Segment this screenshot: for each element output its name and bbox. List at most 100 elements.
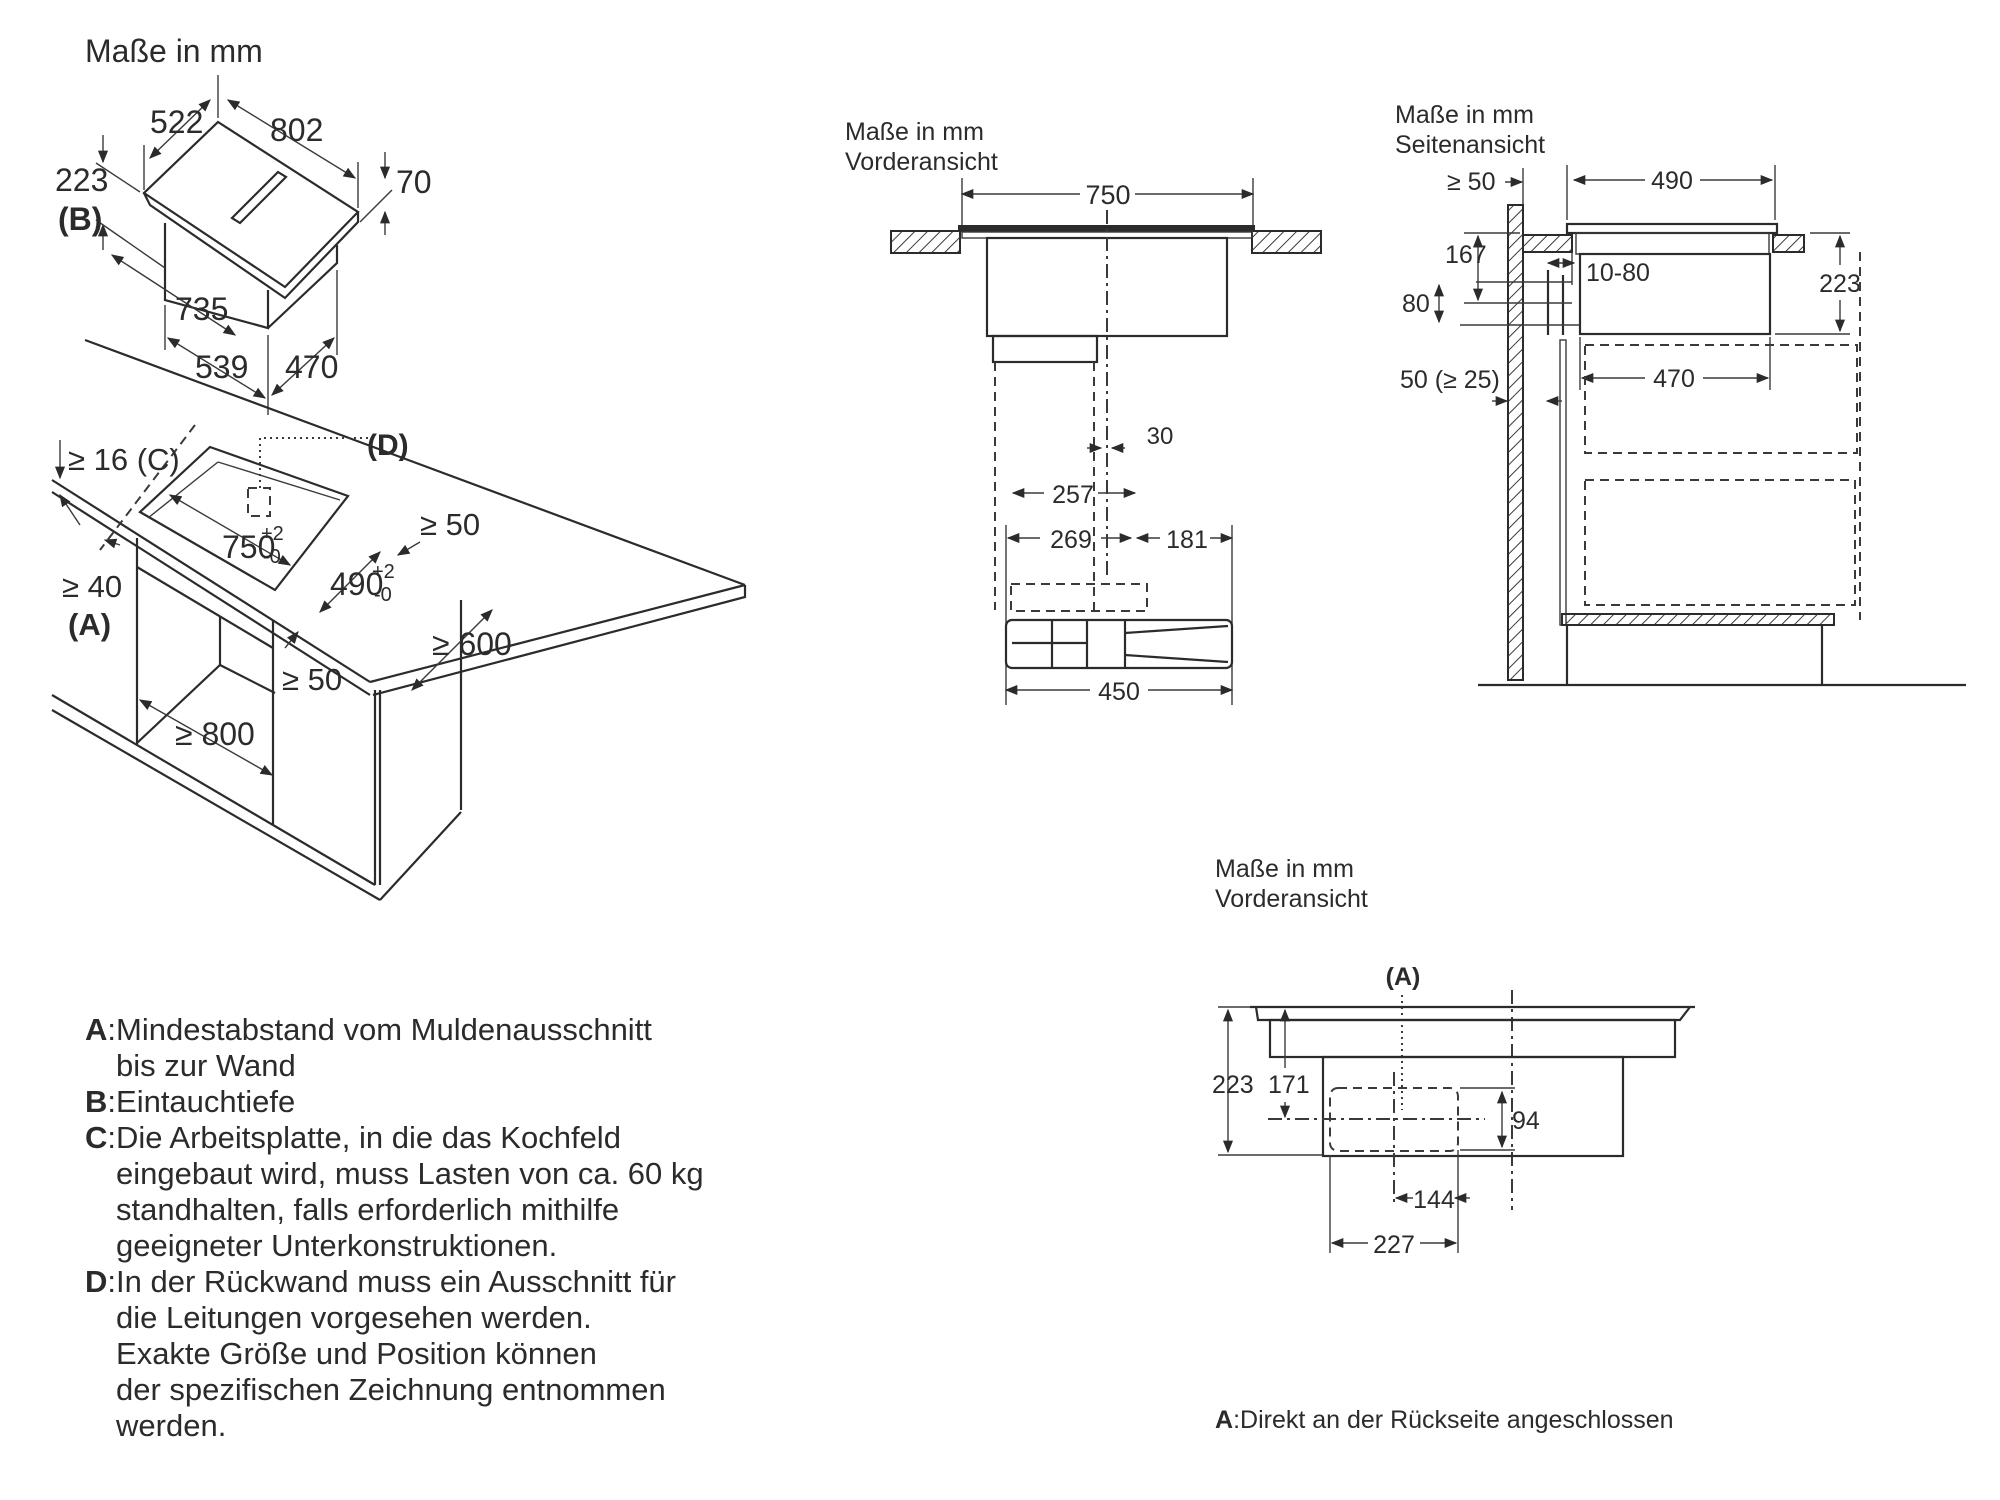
dim-label-94: 94 [1512,1107,1540,1135]
legend-separator: : [107,1264,117,1299]
dim-802 [226,99,357,179]
dim-label-B: (B) [58,201,102,237]
legend-line: Direkt an der Rückseite angeschlossen [1240,1406,1674,1434]
label-D: (D) [367,429,409,462]
dim-539 [166,337,267,399]
side-title-2: Seitenansicht [1395,131,1545,159]
dim-label-223: 223 [1212,1071,1254,1099]
dim-label-450: 450 [1098,678,1140,706]
glass-side [1565,222,1779,235]
dim-label-227: 227 [1373,1231,1415,1259]
cabinet-base [1561,613,1835,626]
dim-label-470: 470 [285,349,338,385]
legend-key: C [85,1120,108,1155]
front-view-2: Maße in mm Vorderansicht (A) 223 171 94 … [1212,855,1695,1259]
dim-label-257: 257 [1052,481,1094,509]
dim-label-539: 539 [195,349,248,385]
dim-50-back [396,541,421,556]
legend-item: A: Direkt an der Rückseite angeschlossen [1215,1405,1674,1435]
countertop-right [1251,230,1322,254]
side-title-1: Maße in mm [1395,101,1534,129]
dim-label-16: ≥ 16 (C) [68,442,180,477]
legend-line: geeigneter Unterkonstruktionen. [116,1228,558,1263]
duct-taper [1124,624,1229,635]
dim-735 [110,254,237,336]
dim-label-A: (A) [68,607,111,642]
hob-fan [991,334,1099,364]
cutout-inner-edge [147,461,219,519]
hob-box-side [267,245,339,329]
plinth-top [51,694,376,886]
filter-unit [1004,618,1234,670]
cabinet-iso: (D) ≥ 16 (C) ≥ 40 (A) 750 +2 -0 490 +2 -… [51,338,747,901]
drawer-top [1584,344,1858,454]
wall [1507,204,1524,681]
front2-title-2: Vorderansicht [1215,885,1368,913]
glass-edge [1254,1006,1691,1022]
cutout [138,445,350,592]
dim-label-50-25: 50 (≥ 25) [1400,366,1500,394]
frame-side [1575,232,1770,255]
dim-label-223: 223 [1819,270,1861,298]
legend-separator: : [107,1120,117,1155]
dim-label-490: 490 [330,566,383,602]
side-view: Maße in mm Seitenansicht ≥ 50 490 167 80… [1395,101,1966,687]
dim-label-10-80: 10-80 [1586,259,1650,287]
legend-key: D [85,1264,108,1299]
cabinet-inner [136,566,274,649]
front-title-2: Vorderansicht [845,148,998,176]
glass-plate [958,225,1255,232]
front-view: Maße in mm Vorderansicht 750 30 257 269 … [845,118,1322,706]
legend-separator: : [107,1012,117,1047]
legend-line: In der Rückwand muss ein Ausschnitt für [116,1264,676,1299]
legend-line: Die Arbeitsplatte, in die das Kochfeld [116,1120,621,1155]
legend-line: Exakte Größe und Position können [116,1336,597,1371]
dim-label-750: 750 [222,529,275,565]
dim-label-802: 802 [270,112,323,148]
back-cutout [247,487,271,517]
legend-line: die Leitungen vorgesehen werden. [116,1300,592,1335]
hob-glass-edge [143,192,360,300]
legend-key: A [85,1012,108,1047]
iso-view: Maße in mm 522 802 223 (B) [51,33,747,901]
legend-line: Eintauchtiefe [116,1084,296,1119]
countertop-back [1522,234,1573,253]
countertop-right-edge [372,585,747,697]
leader-D [259,437,368,488]
frame [1268,1018,1677,1059]
legend-item: B: Eintauchtiefe [85,1084,704,1120]
cabinet-bottom-right [379,811,462,901]
dim-label-181: 181 [1166,526,1208,554]
dim-label-269: 269 [1050,526,1092,554]
hob-glass-top [142,120,360,289]
legend-line: bis zur Wand [116,1048,296,1083]
plinth-bottom [51,709,381,901]
ext-line [359,189,393,223]
countertop-front [1772,234,1805,253]
dim-label-470: 470 [1653,365,1695,393]
ext-line [95,219,166,269]
dim-label-50-side: ≥ 50 [282,662,342,697]
cutout-inner-edge [217,461,341,501]
duct-taper [1124,653,1229,664]
dim-label-490: 490 [1651,167,1693,195]
dim-label-144: 144 [1413,1186,1455,1214]
dim-label-223: 223 [55,162,108,198]
tol-plus-750: +2 [261,523,284,545]
legend-separator: : [107,1084,117,1119]
dim-label-40: ≥ 40 [62,569,122,604]
dim-800 [138,699,274,776]
drawer-bottom [1584,479,1856,606]
countertop-left [890,230,961,254]
legend-line: werden. [116,1408,227,1443]
legend-line: Mindestabstand vom Muldenausschnitt [116,1012,652,1047]
legend-text: Eintauchtiefe [116,1084,295,1120]
tol-plus-490: +2 [372,561,395,583]
legend-secondary: A: Direkt an der Rückseite angeschlossen [1215,1405,1674,1435]
legend-key: A [1215,1406,1234,1434]
legend-line: der spezifischen Zeichnung entnommen [116,1372,666,1407]
legend-item: D: In der Rückwand muss ein Ausschnitt f… [85,1264,704,1444]
dim-label-80: 80 [1402,290,1430,318]
